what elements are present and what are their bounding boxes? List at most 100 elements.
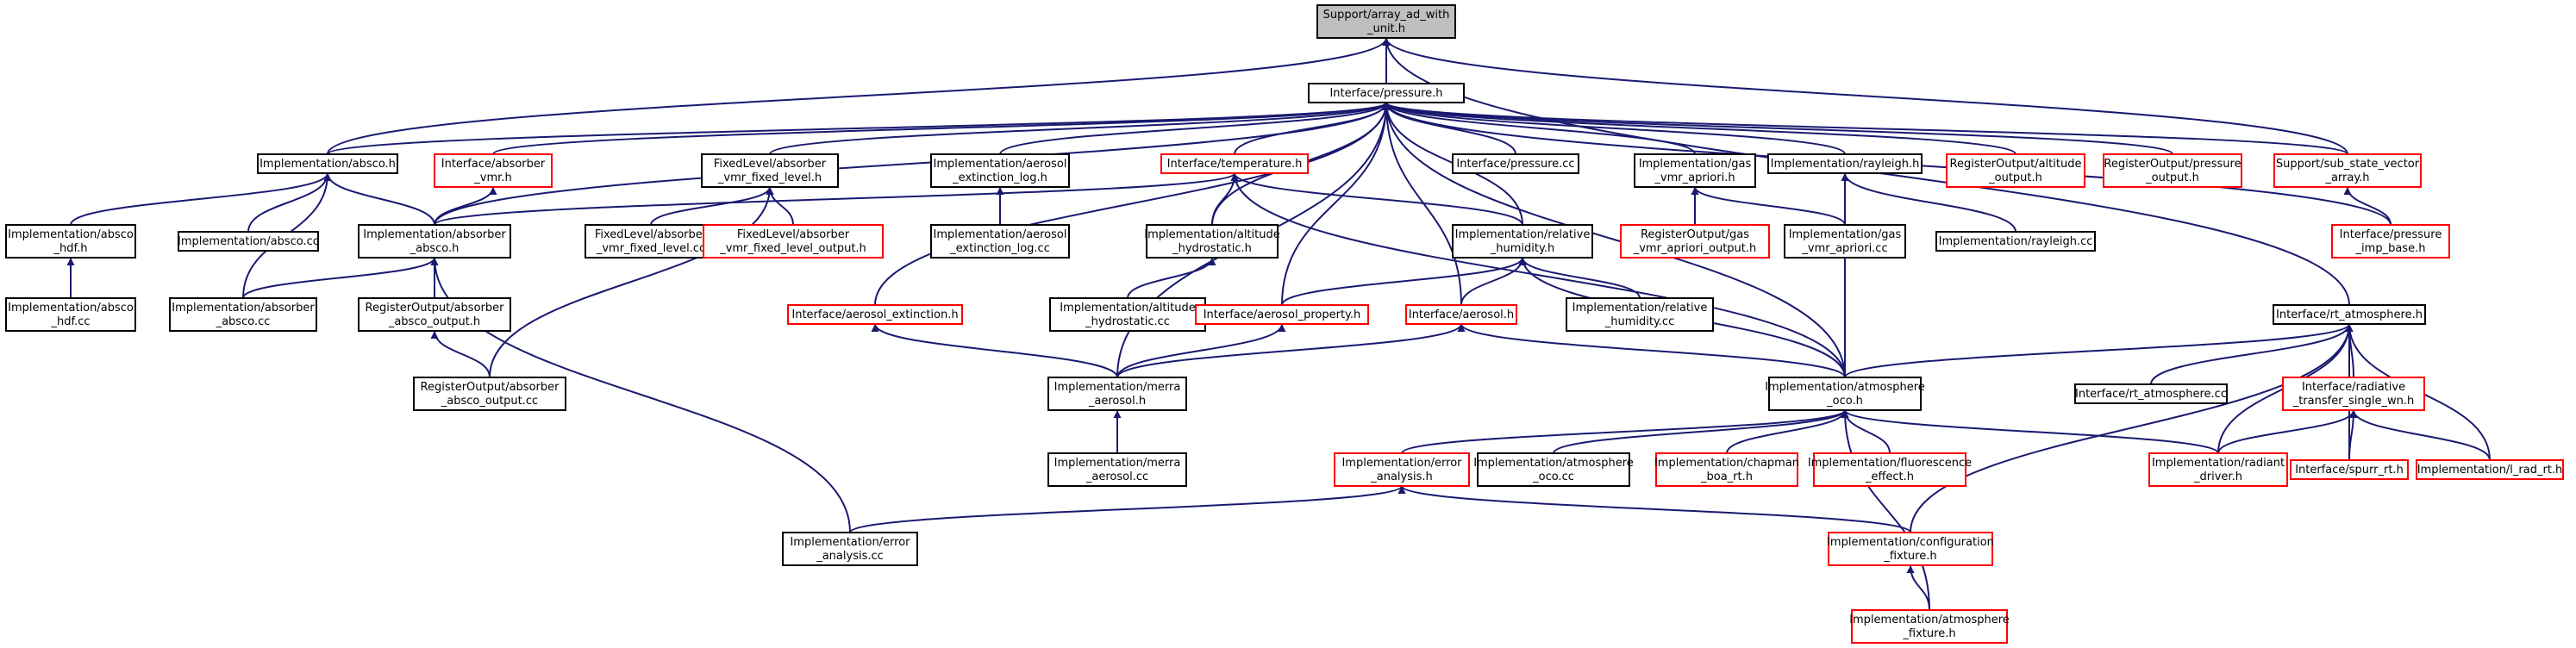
node-pressure_imp_base[interactable]: Interface/pressure_imp_base.h [2331, 224, 2450, 259]
node-l_rad_rt[interactable]: Implementation/l_rad_rt.h [2416, 459, 2564, 480]
node-box[interactable] [5, 224, 136, 259]
node-root[interactable]: Support/array_ad_with_unit.h [1316, 4, 1456, 39]
node-rayleigh_cc[interactable]: Implementation/rayleigh.cc [1935, 231, 2096, 252]
node-relative_humidity_cc[interactable]: Implementation/relative_humidity.cc [1566, 297, 1714, 332]
node-pressure_cc[interactable]: Interface/pressure.cc [1452, 153, 1579, 174]
node-box[interactable] [782, 532, 918, 566]
node-config_fixture[interactable]: Implementation/configuration_fixture.h [1827, 532, 1994, 566]
node-box[interactable] [2074, 383, 2228, 404]
node-label-line: _oco.cc [1532, 470, 1574, 483]
node-ro_pressure[interactable]: RegisterOutput/pressure_output.h [2103, 153, 2242, 188]
node-box[interactable] [257, 153, 398, 174]
node-error_analysis_cc[interactable]: Implementation/error_analysis.cc [782, 532, 918, 566]
node-box[interactable] [930, 153, 1070, 188]
node-altitude_hydro_cc[interactable]: Implementation/altitude_hydrostatic.cc [1049, 297, 1206, 332]
node-sub_state[interactable]: Support/sub_state_vector_array.h [2273, 153, 2422, 188]
node-aerosol_ext_log_cc[interactable]: Implementation/aerosol_extinction_log.cc [930, 224, 1070, 259]
node-box[interactable] [1047, 377, 1187, 411]
node-merra_aerosol_cc[interactable]: Implementation/merra_aerosol.cc [1047, 452, 1187, 487]
node-box[interactable] [1620, 224, 1770, 259]
node-rayleigh[interactable]: Implementation/rayleigh.h [1767, 153, 1923, 174]
node-chapman[interactable]: Implementation/chapman_boa_rt.h [1654, 452, 1799, 487]
node-temperature[interactable]: Interface/temperature.h [1160, 153, 1309, 174]
node-box[interactable] [1195, 304, 1369, 325]
node-ro_absorber_absco_cc[interactable]: RegisterOutput/absorber_absco_output.cc [413, 377, 566, 411]
node-box[interactable] [2416, 459, 2564, 480]
node-rt_atmosphere[interactable]: Interface/rt_atmosphere.h [2273, 304, 2426, 325]
node-box[interactable] [434, 153, 553, 188]
node-box[interactable] [1405, 304, 1517, 325]
node-box[interactable] [1828, 532, 1993, 566]
node-box[interactable] [2148, 452, 2288, 487]
node-box[interactable] [2331, 224, 2450, 259]
node-box[interactable] [1452, 153, 1579, 174]
node-box[interactable] [1316, 4, 1456, 39]
node-box[interactable] [703, 224, 884, 259]
node-box[interactable] [2273, 153, 2422, 188]
node-box[interactable] [2103, 153, 2242, 188]
node-absco[interactable]: Implementation/absco.h [257, 153, 398, 174]
node-box[interactable] [1452, 224, 1593, 259]
node-box[interactable] [1767, 153, 1923, 174]
node-rt_atmosphere_cc[interactable]: Interface/rt_atmosphere.cc [2074, 383, 2228, 404]
node-ro_gas_vmr[interactable]: RegisterOutput/gas_vmr_apriori_output.h [1620, 224, 1770, 259]
node-box[interactable] [1308, 83, 1465, 103]
node-box[interactable] [1146, 224, 1279, 259]
node-altitude_hydro[interactable]: Implementation/altitude_hydrostatic.h [1144, 224, 1280, 259]
node-spurr_rt[interactable]: Interface/spurr_rt.h [2290, 459, 2409, 480]
node-box[interactable] [930, 224, 1070, 259]
node-box[interactable] [1784, 224, 1906, 259]
node-box[interactable] [787, 304, 963, 325]
node-absco_cc[interactable]: Implementation/absco.cc [178, 231, 319, 252]
node-absco_hdf_cc[interactable]: Implementation/absco_hdf.cc [5, 297, 136, 332]
node-fluorescence[interactable]: Implementation/fluorescence_effect.h [1808, 452, 1972, 487]
node-box[interactable] [1160, 153, 1309, 174]
node-fl_vmr_out[interactable]: FixedLevel/absorber_vmr_fixed_level_outp… [703, 224, 884, 259]
node-merra_aerosol[interactable]: Implementation/merra_aerosol.h [1047, 377, 1187, 411]
node-relative_humidity[interactable]: Implementation/relative_humidity.h [1452, 224, 1593, 259]
node-box[interactable] [1049, 297, 1206, 332]
node-box[interactable] [1334, 452, 1470, 487]
node-box[interactable] [1813, 452, 1966, 487]
node-box[interactable] [413, 377, 566, 411]
node-absorber_vmr[interactable]: Interface/absorber_vmr.h [434, 153, 553, 188]
node-box[interactable] [5, 297, 136, 332]
node-atmosphere_fixture[interactable]: Implementation/atmosphere_fixture.h [1849, 609, 2010, 644]
node-box[interactable] [1935, 231, 2096, 252]
node-box[interactable] [1634, 153, 1756, 188]
node-box[interactable] [358, 297, 511, 332]
node-radiative_transfer[interactable]: Interface/radiative_transfer_single_wn.h [2282, 377, 2425, 411]
node-ro_absorber_absco[interactable]: RegisterOutput/absorber_absco_output.h [358, 297, 511, 332]
node-radiant_driver[interactable]: Implementation/radiant_driver.h [2148, 452, 2288, 487]
node-error_analysis[interactable]: Implementation/error_analysis.h [1334, 452, 1470, 487]
node-box[interactable] [2273, 304, 2426, 325]
node-pressure[interactable]: Interface/pressure.h [1308, 83, 1465, 103]
node-box[interactable] [178, 231, 319, 252]
node-fl_vmr[interactable]: FixedLevel/absorber_vmr_fixed_level.h [701, 153, 839, 188]
node-atmosphere_oco[interactable]: Implementation/atmosphere_oco.h [1765, 377, 1925, 411]
node-absorber_absco[interactable]: Implementation/absorber_absco.h [358, 224, 511, 259]
node-ro_altitude[interactable]: RegisterOutput/altitude_output.h [1946, 153, 2085, 188]
node-box[interactable] [1768, 377, 1922, 411]
node-absco_hdf[interactable]: Implementation/absco_hdf.h [5, 224, 136, 259]
node-box[interactable] [1047, 452, 1187, 487]
node-box[interactable] [358, 224, 511, 259]
node-box[interactable] [2282, 377, 2425, 411]
node-aerosol_extinction[interactable]: Interface/aerosol_extinction.h [787, 304, 963, 325]
node-box[interactable] [1566, 297, 1714, 332]
node-gas_vmr[interactable]: Implementation/gas_vmr_apriori.h [1634, 153, 1756, 188]
node-aerosol_ext_log[interactable]: Implementation/aerosol_extinction_log.h [930, 153, 1070, 188]
node-fl_vmr_cc[interactable]: FixedLevel/absorber_vmr_fixed_level.cc [585, 224, 717, 259]
node-box[interactable] [1655, 452, 1798, 487]
node-aerosol[interactable]: Interface/aerosol.h [1405, 304, 1517, 325]
node-box[interactable] [1477, 452, 1630, 487]
node-gas_vmr_cc[interactable]: Implementation/gas_vmr_apriori.cc [1784, 224, 1906, 259]
node-box[interactable] [1851, 609, 2008, 644]
node-aerosol_property[interactable]: Interface/aerosol_property.h [1195, 304, 1369, 325]
node-atmosphere_oco_cc[interactable]: Implementation/atmosphere_oco.cc [1473, 452, 1634, 487]
node-box[interactable] [2290, 459, 2409, 480]
node-absorber_absco_cc[interactable]: Implementation/absorber_absco.cc [169, 297, 317, 332]
node-box[interactable] [1946, 153, 2085, 188]
node-box[interactable] [169, 297, 317, 332]
node-box[interactable] [701, 153, 839, 188]
